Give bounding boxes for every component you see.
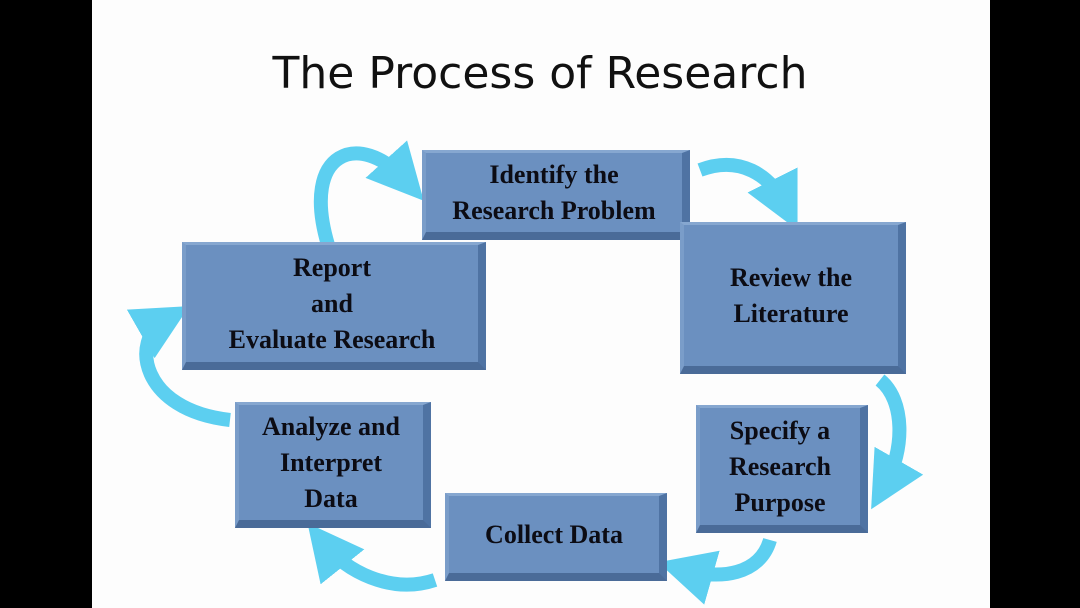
step-label: Review the Literature [729,262,852,328]
step-label: Collect Data [485,519,623,549]
arrow-collect-to-analyze [307,523,438,592]
step-label: Analyze and Interpret Data [262,411,400,513]
step-collect-data: Collect Data [445,493,667,581]
arrow-review-to-specify [871,374,924,510]
step-analyze-interpret-data: Analyze and Interpret Data [235,402,431,528]
arrow-specify-to-collect [658,537,777,605]
step-label: Identify the Research Problem [452,159,656,225]
arrow-report-to-identify [313,140,424,247]
slide-title: The Process of Research [272,48,808,99]
step-specify-research-purpose: Specify a Research Purpose [696,405,868,533]
step-review-literature: Review the Literature [680,222,906,374]
step-label: Specify a Research Purpose [728,415,832,517]
arrow-identify-to-review [697,158,798,231]
step-label: Report and Evaluate Research [228,252,436,354]
step-report-evaluate-research: Report and Evaluate Research [182,242,486,370]
arrow-analyze-to-report [126,306,231,427]
step-identify-research-problem: Identify the Research Problem [422,150,690,240]
